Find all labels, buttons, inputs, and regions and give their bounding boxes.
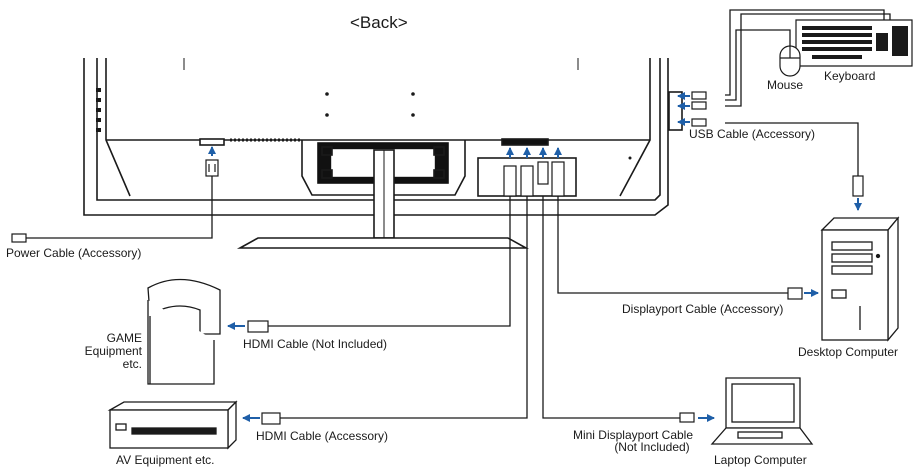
- arrows: [208, 92, 862, 422]
- hdmi-not-included-label: HDMI Cable (Not Included): [243, 337, 388, 351]
- hdmi-accessory-label: HDMI Cable (Accessory): [256, 429, 389, 443]
- game-equipment-label-1: GAME: [106, 331, 142, 345]
- power-cable-label: Power Cable (Accessory): [6, 246, 142, 260]
- cable-plugs: [11, 91, 864, 425]
- laptop-computer-label: Laptop Computer: [714, 453, 807, 467]
- keyboard-illustration: [795, 19, 913, 67]
- diagram-title: <Back>: [350, 13, 408, 32]
- mini-displayport-label-2: (Not Included): [614, 440, 690, 454]
- laptop-computer-illustration: [710, 377, 814, 445]
- desktop-computer-label: Desktop Computer: [798, 345, 899, 359]
- displayport-cable-label: Displayport Cable (Accessory): [622, 302, 784, 316]
- mouse-label: Mouse: [767, 78, 804, 92]
- mouse-illustration: [779, 45, 801, 77]
- desktop-computer-illustration: [820, 216, 900, 342]
- av-equipment-illustration: [107, 400, 238, 450]
- game-equipment-label-2: Equipment: [84, 344, 142, 358]
- mini-displayport-label-1: Mini Displayport Cable: [572, 428, 694, 442]
- keyboard-label: Keyboard: [824, 69, 876, 83]
- game-equipment-label-3: etc.: [122, 357, 142, 371]
- side-buttons: [96, 88, 101, 132]
- cables: [24, 9, 891, 419]
- usb-cable-label: USB Cable (Accessory): [689, 127, 816, 141]
- game-equipment-illustration: [147, 278, 221, 385]
- av-equipment-label: AV Equipment etc.: [116, 453, 215, 467]
- monitor-back: [83, 58, 683, 249]
